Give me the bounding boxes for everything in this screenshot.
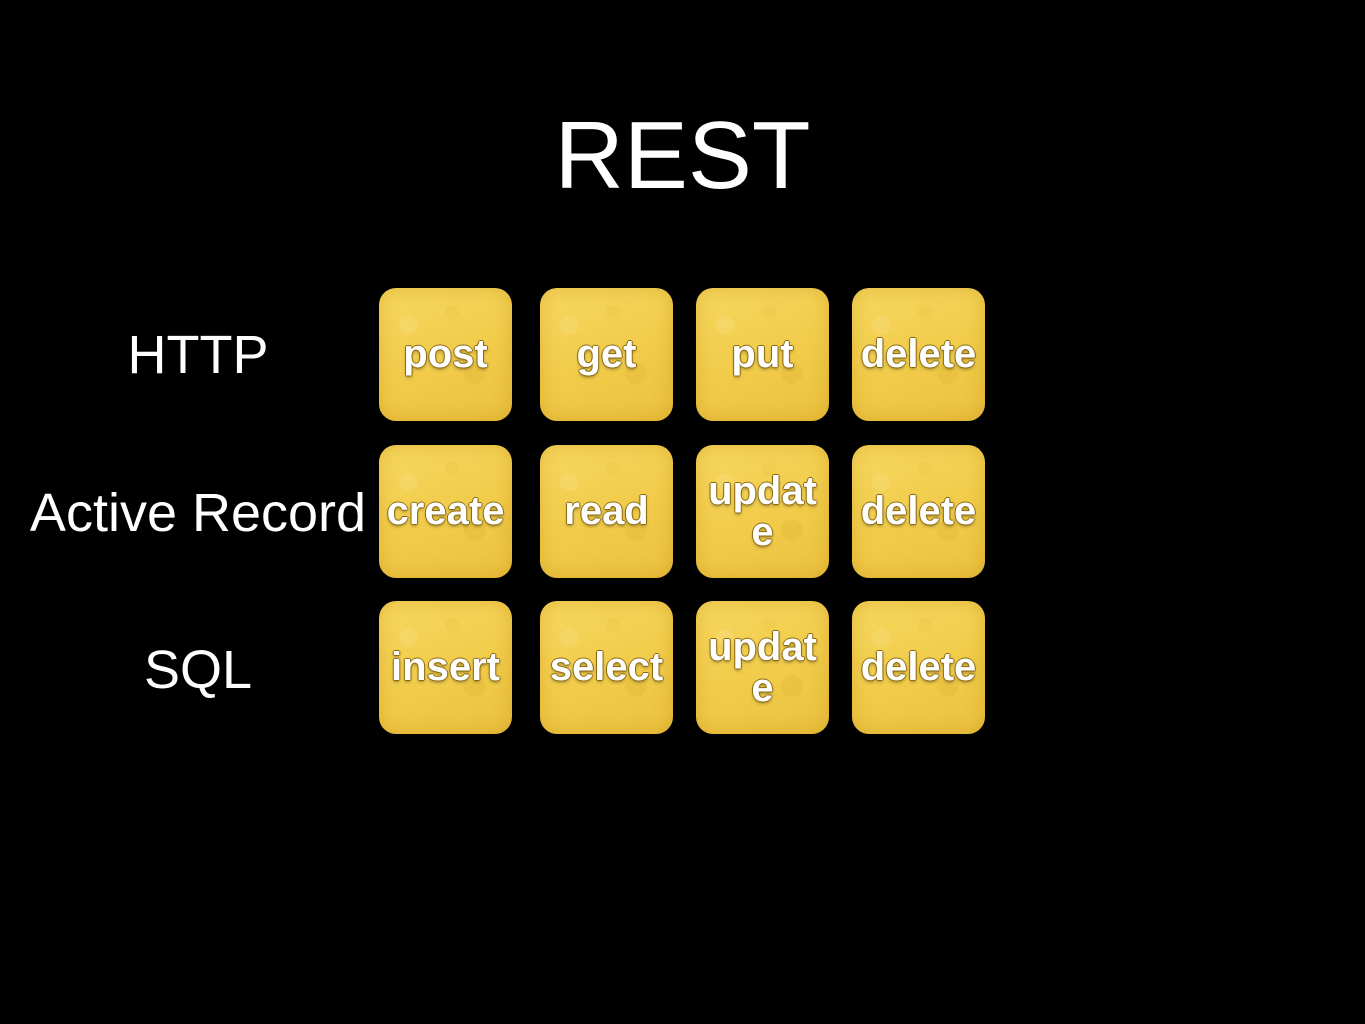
tile-http-delete: delete — [852, 288, 985, 421]
tile-label: read — [564, 489, 649, 533]
tile-sql-delete: delete — [852, 601, 985, 734]
tile-label: delete — [860, 489, 977, 533]
tile-label: create — [386, 489, 505, 533]
tile-label: post — [403, 332, 488, 376]
tile-ar-create: create — [379, 445, 512, 578]
slide-title: REST — [554, 102, 811, 209]
tile-label: select — [549, 645, 664, 689]
tile-sql-select: select — [540, 601, 673, 734]
row-label-active-record: Active Record — [29, 483, 367, 543]
row-label-http: HTTP — [127, 325, 269, 385]
tile-http-post: post — [379, 288, 512, 421]
tile-label: insert — [391, 645, 500, 689]
row-label-sql: SQL — [143, 640, 253, 700]
tile-sql-insert: insert — [379, 601, 512, 734]
tile-label: put — [731, 332, 794, 376]
tile-ar-read: read — [540, 445, 673, 578]
tile-label: get — [576, 332, 637, 376]
tile-label: delete — [860, 332, 977, 376]
tile-label: delete — [860, 645, 977, 689]
tile-ar-delete: delete — [852, 445, 985, 578]
tile-http-get: get — [540, 288, 673, 421]
tile-sql-update: update — [696, 601, 829, 734]
tile-label: update — [708, 624, 817, 710]
tile-label: update — [708, 468, 817, 554]
tile-ar-update: update — [696, 445, 829, 578]
tile-http-put: put — [696, 288, 829, 421]
